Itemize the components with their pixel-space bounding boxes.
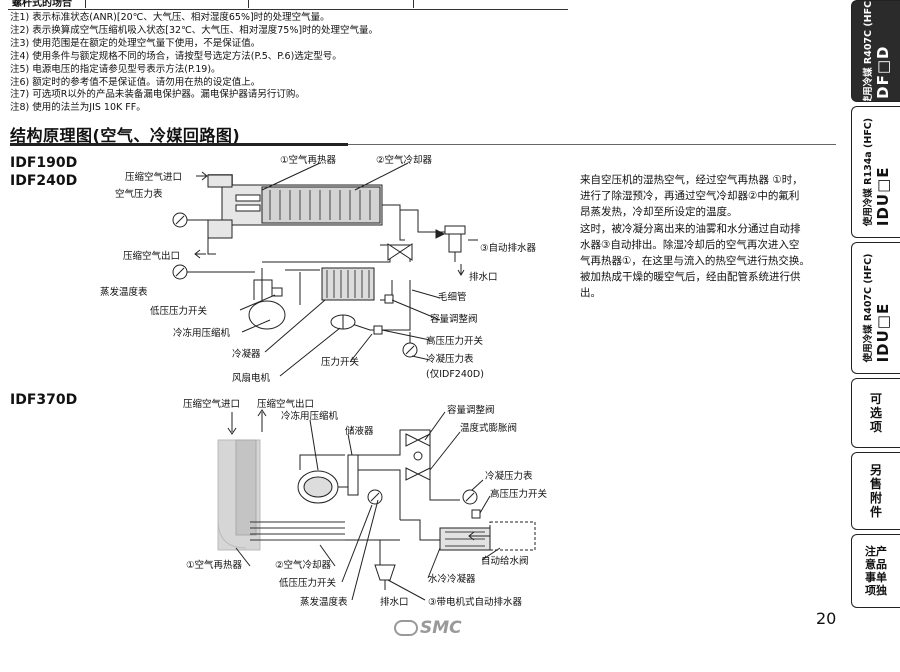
tab-label: 使用冷媒 R407C (HFC) [863, 253, 874, 363]
label-only-note: (仅IDF240D) [426, 368, 484, 380]
label-capacity-valve: 容量调整阀 [430, 313, 478, 325]
tab-model: IDU□E [874, 166, 892, 227]
description-line: 出。 [580, 287, 601, 300]
description-line: 进行了除湿预冷，再通过空气冷却器②中的氟利 [580, 190, 800, 203]
label-compressor: 冷冻用压缩机 [281, 410, 339, 422]
model-label: IDF240D [10, 173, 78, 189]
refrigerant-diagram-idf190d-240d: 压缩空气进口 空气压力表 ①空气再热器 ②空气冷却器 ③自动排水器 排水口 压缩… [100, 154, 537, 384]
tab-options[interactable]: 可选项 [851, 378, 900, 448]
label-capacity-valve: 容量调整阀 [447, 404, 495, 416]
page-number: 20 [816, 609, 837, 628]
logo-mark-icon [394, 620, 418, 636]
label-water-condenser: 水冷冷凝器 [428, 573, 476, 585]
note-item: 注6) 额定时的参考值不是保证值。请勿用在热的设定值上。 [10, 76, 261, 88]
label-cooler: ②空气冷却器 [376, 154, 433, 166]
label-high-switch: 高压压力开关 [490, 488, 548, 500]
label-compressor: 冷冻用压缩机 [173, 327, 231, 339]
label-fan-motor: 风扇电机 [232, 372, 271, 384]
label-high-switch: 高压压力开关 [426, 335, 484, 347]
label-water-valve: 自动给水阀 [481, 555, 529, 567]
label-air-outlet: 压缩空气出口 [123, 250, 180, 262]
model-label: IDF190D [10, 155, 78, 171]
note-item: 注4) 使用条件与额定规格不同的场合，请按型号选定方法(P.5、P.6)选定型号… [10, 50, 342, 62]
note-item: 注7) 可选项R以外的产品未装备漏电保护器。漏电保护器请另行订购。 [10, 89, 305, 101]
label-cond-gauge: 冷凝压力表 [485, 470, 533, 482]
description-line: 气再热器①，在这里与流入的热空气进行热交换。 [580, 255, 810, 268]
note-item: 注2) 表示换算成空气压缩机吸入状态[32℃、大气压、相对湿度75%]时的处理空… [10, 24, 379, 36]
label-drain-out: 排水口 [469, 271, 498, 283]
description-line: 这时，被冷凝分离出来的油雾和水分通过自动排 [580, 222, 801, 235]
note-item: 注1) 表示标准状态(ANR)[20℃、大气压、相对湿度65%]时的处理空气量。 [10, 12, 330, 23]
tab-cautions-label: 注产意品事单项独 [865, 545, 887, 597]
label-receiver: 储液器 [345, 425, 374, 437]
tab-label: 使用冷媒 R134a (HFC) [863, 117, 874, 227]
label-elec-drain: ③带电机式自动排水器 [428, 596, 523, 608]
tab-model: IDF□D [874, 45, 892, 102]
tab-options-label: 可选项 [869, 392, 882, 434]
note-item: 注3) 使用范围是在额定的处理空气量下使用，不是保证值。 [10, 37, 261, 49]
spec-table-fragment: 螺杆式的场合 [8, 0, 568, 10]
refrigerant-diagram-idf370d: 压缩空气进口 压缩空气出口 冷冻用压缩机 储液器 容量调整阀 温度式膨胀阀 冷凝… [183, 398, 548, 608]
tab-accessories[interactable]: 另售附件 [851, 452, 900, 530]
label-auto-drain: ③自动排水器 [480, 242, 537, 254]
label-evap-gauge: 蒸发温度表 [300, 596, 348, 608]
label-reheater: ①空气再热器 [280, 154, 337, 166]
tab-label: 使用冷媒 R407C (HFC) [863, 0, 874, 102]
label-cooler: ②空气冷却器 [275, 559, 332, 571]
description-line: 来自空压机的湿热空气，经过空气再热器 ①时， [580, 174, 803, 186]
label-drain-out: 排水口 [380, 596, 409, 608]
smc-logo: SMC [394, 618, 462, 638]
tab-idf-d-r407c[interactable]: 使用冷媒 R407C (HFC) IDF□D [851, 0, 900, 102]
label-air-inlet: 压缩空气进口 [183, 398, 240, 410]
description-text: 来自空压机的湿热空气，经过空气再热器 ①时， 进行了除湿预冷，再通过空气冷却器②… [580, 172, 840, 302]
section-title: 结构原理图(空气、冷媒回路图) [10, 126, 241, 145]
logo-text: SMC [420, 618, 462, 638]
label-air-outlet: 压缩空气出口 [257, 398, 314, 410]
description-line: 被加热成干燥的暖空气后，经由配管系统进行供 [580, 271, 801, 284]
label-reheater: ①空气再热器 [186, 559, 243, 571]
tab-model: IDU□E [874, 302, 892, 363]
description-line: 昂蒸发热，冷却至所设定的温度。 [580, 206, 738, 219]
section-rule [10, 143, 348, 146]
label-low-switch: 低压压力开关 [279, 577, 337, 589]
label-exp-valve: 温度式膨胀阀 [460, 422, 517, 434]
description-line: 水器③自动排出。除湿冷却后的空气再次进入空 [580, 238, 800, 251]
label-low-switch: 低压压力开关 [150, 305, 208, 317]
tab-idu-e-r134a[interactable]: 使用冷媒 R134a (HFC) IDU□E [851, 106, 900, 238]
label-air-inlet: 压缩空气进口 [125, 171, 182, 183]
label-pressure-switch: 压力开关 [321, 356, 360, 368]
tab-idu-e-r407c[interactable]: 使用冷媒 R407C (HFC) IDU□E [851, 242, 900, 374]
label-evap-gauge: 蒸发温度表 [100, 286, 148, 298]
section-rule-thin [348, 144, 836, 145]
note-item: 注5) 电源电压的指定请参见型号表示方法(P.19)。 [10, 63, 221, 75]
label-condenser: 冷凝器 [232, 348, 261, 360]
label-cond-gauge: 冷凝压力表 [426, 353, 474, 365]
tab-cautions[interactable]: 注产意品事单项独 [851, 534, 900, 608]
label-capillary: 毛细管 [438, 291, 467, 303]
table-row-label: 螺杆式的场合 [12, 0, 72, 9]
label-air-gauge: 空气压力表 [115, 188, 163, 200]
notes-list: 注1) 表示标准状态(ANR)[20℃、大气压、相对湿度65%]时的处理空气量。… [10, 12, 378, 115]
model-label: IDF370D [10, 392, 78, 408]
note-item: 注8) 使用的法兰为JIS 10K FF。 [10, 102, 146, 114]
tab-accessories-label: 另售附件 [869, 463, 882, 519]
